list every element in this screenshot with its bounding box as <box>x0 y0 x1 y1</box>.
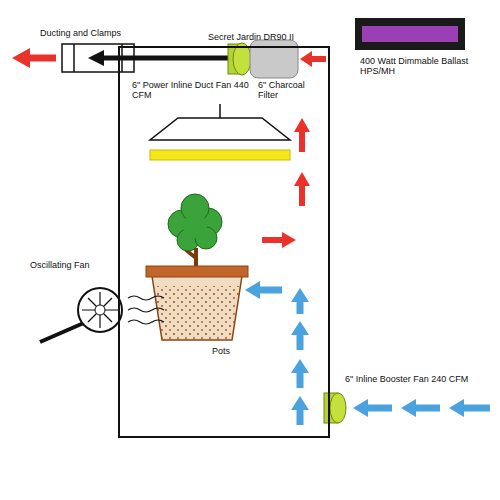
reflector <box>150 118 290 140</box>
arrow-head <box>449 399 464 417</box>
part-label: 6" Charcoal Filter <box>258 80 320 101</box>
arrow-head <box>353 399 368 417</box>
grow-tent: Secret Jardin DR90 II <box>118 46 330 438</box>
arrow-head <box>291 359 309 373</box>
fresh-air-arrow <box>258 287 282 294</box>
part-label: Pots <box>212 346 252 356</box>
soil <box>154 286 240 340</box>
arrow-head <box>245 281 260 299</box>
arrow-head <box>294 118 310 132</box>
wind-lines <box>128 296 164 324</box>
light-beam <box>150 150 290 160</box>
part-label: Ducting and Clamps <box>40 28 140 38</box>
arrow-head <box>12 48 30 68</box>
fresh-air-arrow <box>297 408 304 425</box>
arrow-head <box>88 50 104 66</box>
intake-arrow <box>310 56 326 62</box>
heat-arrow <box>262 237 284 243</box>
pot-rim <box>146 266 248 277</box>
fresh-air-arrow <box>366 405 392 412</box>
ballast-band <box>362 26 458 42</box>
arrow-head <box>291 288 309 302</box>
part-label: Oscillating Fan <box>30 260 110 270</box>
clamp <box>73 44 75 72</box>
fan-blades <box>82 292 118 328</box>
fresh-air-arrow <box>297 300 304 314</box>
booster-fan-face <box>330 393 346 423</box>
plant-foliage <box>168 194 222 251</box>
exhaust-arrow <box>28 55 56 62</box>
lamp-hanger <box>219 104 221 118</box>
fresh-air-arrow <box>297 371 304 388</box>
arrow-head <box>291 321 309 335</box>
arrow-head <box>291 396 309 410</box>
part-label: 6" Inline Booster Fan 240 CFM <box>345 374 490 384</box>
ballast <box>355 18 465 50</box>
fan-stand <box>40 322 86 342</box>
oscillating-fan <box>78 288 122 332</box>
fresh-air-arrow <box>414 405 440 412</box>
heat-arrow <box>299 184 305 206</box>
pot <box>152 276 242 340</box>
fan-hub <box>95 305 105 315</box>
arrow-head <box>300 51 312 67</box>
part-label: 6" Power Inline Duct Fan 440 CFM <box>132 80 250 101</box>
arrow-head <box>294 172 310 186</box>
arrow-head <box>401 399 416 417</box>
part-label: 400 Watt Dimmable Ballast HPS/MH <box>360 56 470 77</box>
tent-title: Secret Jardin DR90 II <box>208 32 294 42</box>
fresh-air-arrow <box>462 405 490 412</box>
arrow-head <box>282 232 296 248</box>
fresh-air-arrow <box>297 333 304 350</box>
heat-arrow <box>299 130 305 152</box>
